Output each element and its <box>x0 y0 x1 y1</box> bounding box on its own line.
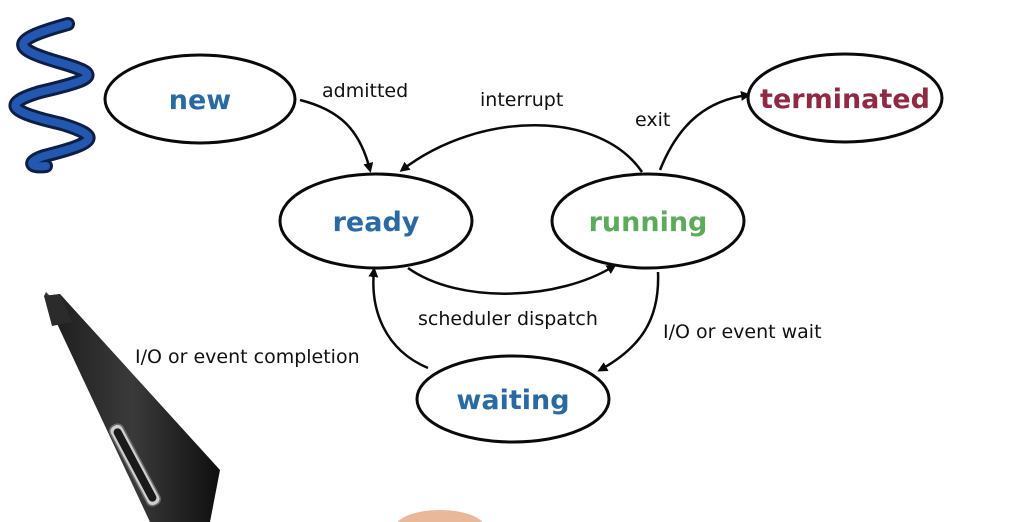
state-new: new <box>103 53 297 145</box>
edge-admitted <box>299 98 374 173</box>
finger-hint <box>397 510 483 522</box>
state-terminated-label: terminated <box>760 84 930 115</box>
state-waiting: waiting <box>415 354 611 444</box>
state-waiting-label: waiting <box>456 385 569 416</box>
edges <box>299 90 751 372</box>
state-ready-label: ready <box>333 207 420 238</box>
edge-exit <box>658 90 751 171</box>
label-scheduler-dispatch: scheduler dispatch <box>418 308 598 330</box>
state-running-label: running <box>589 207 708 238</box>
state-running: running <box>550 172 746 270</box>
stylus-pen-icon <box>44 292 220 522</box>
state-ready: ready <box>278 172 474 270</box>
label-admitted: admitted <box>322 80 408 102</box>
label-exit: exit <box>635 109 670 131</box>
label-io-event-completion: I/O or event completion <box>135 346 360 368</box>
edge-scheduler-dispatch <box>407 264 617 295</box>
edge-io-event-wait <box>597 271 660 372</box>
edge-interrupt <box>399 124 644 173</box>
label-interrupt: interrupt <box>480 89 563 111</box>
edge-io-event-completion <box>368 267 429 370</box>
state-new-label: new <box>169 85 231 116</box>
state-terminated: terminated <box>746 52 944 144</box>
label-io-event-wait: I/O or event wait <box>663 321 822 343</box>
